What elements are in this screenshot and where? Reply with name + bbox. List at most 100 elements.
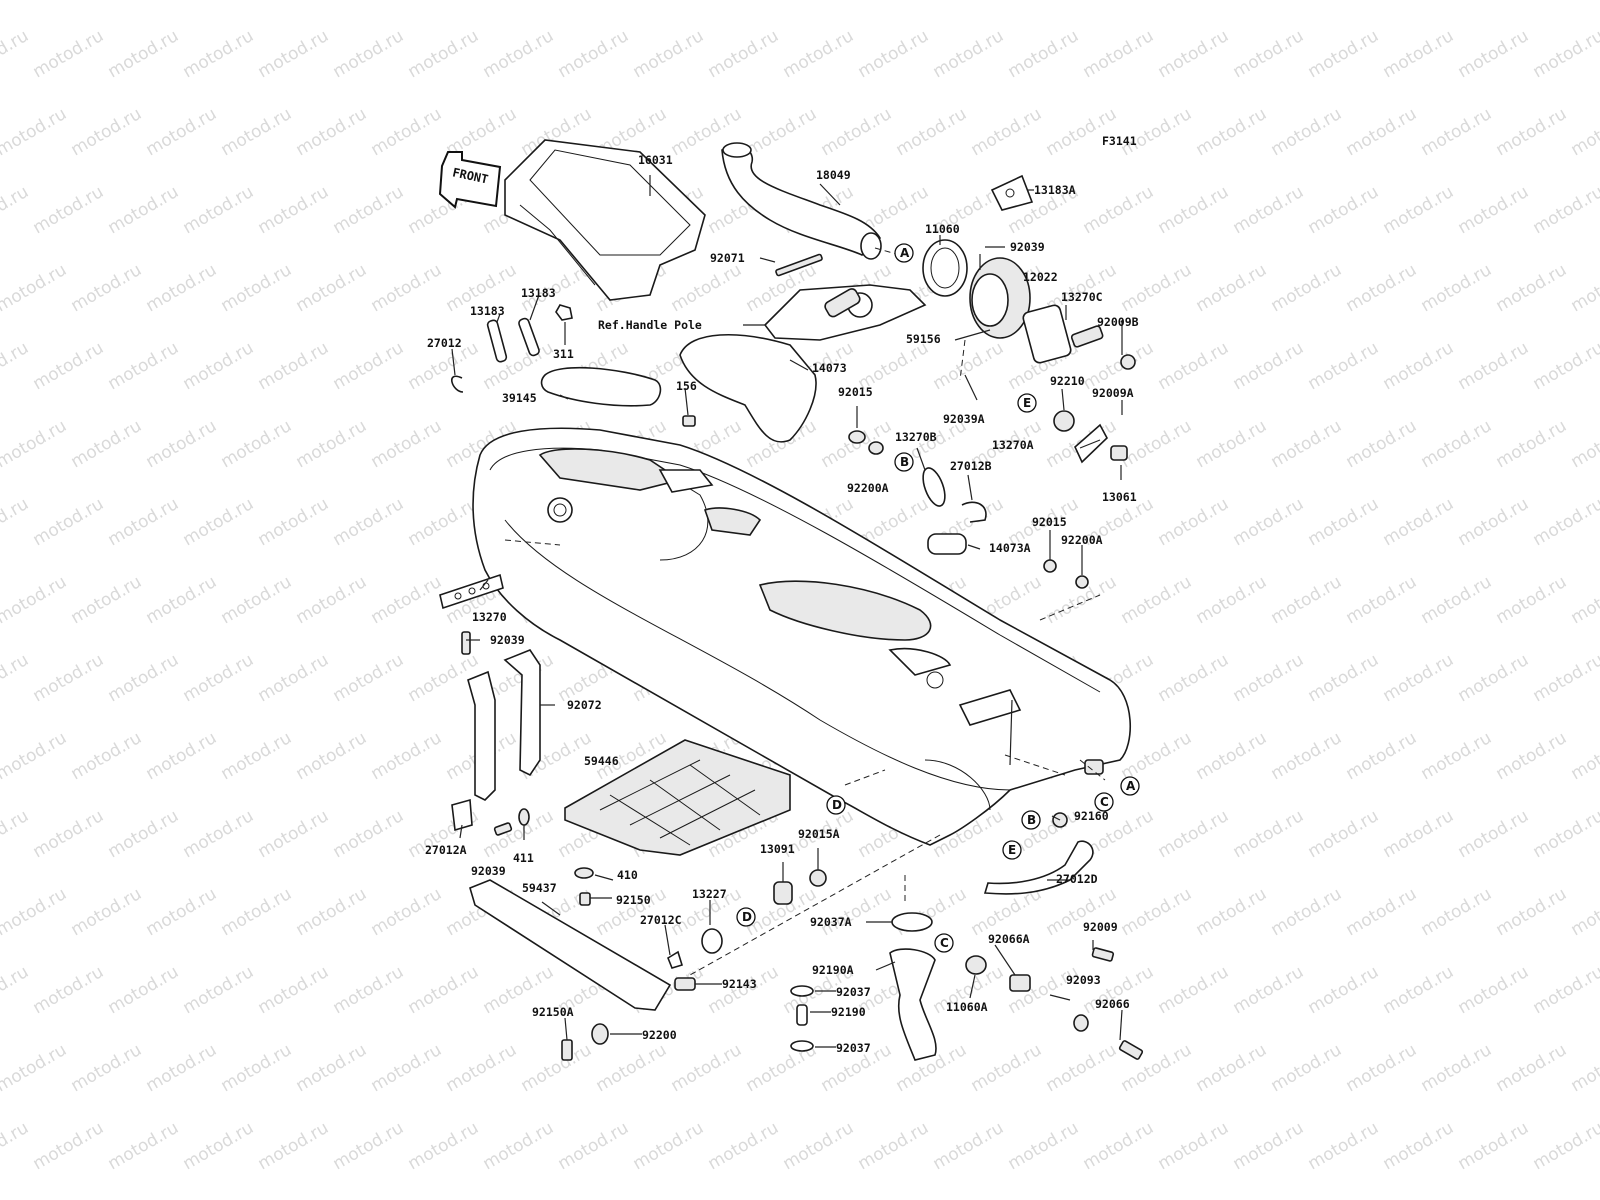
watermark-text: motod.ru — [518, 1040, 596, 1096]
label-92200A-b: 92200A — [1061, 533, 1103, 547]
watermark-text: motod.ru — [893, 0, 971, 4]
washer-92200A-b — [1075, 575, 1089, 589]
label-92039A: 92039A — [943, 412, 985, 426]
watermark-text: motod.ru — [1268, 1040, 1346, 1096]
watermark-text: motod.ru — [1118, 572, 1196, 628]
label-13183A: 13183A — [1034, 183, 1076, 197]
watermark-text: motod.ru — [1380, 962, 1458, 1018]
watermark-text: motod.ru — [1418, 0, 1496, 4]
watermark-text: motod.ru — [1155, 806, 1233, 862]
watermark-text: motod.ru — [1343, 260, 1421, 316]
label-92143: 92143 — [722, 977, 757, 991]
watermark-text: motod.ru — [1493, 1040, 1571, 1096]
watermark-text: motod.ru — [68, 884, 146, 940]
watermark-text: motod.ru — [1493, 416, 1571, 472]
bolt-156 — [682, 415, 696, 427]
watermark-text: motod.ru — [293, 104, 371, 160]
watermark-text: motod.ru — [1305, 26, 1383, 82]
watermark-text: motod.ru — [0, 650, 32, 706]
watermark-text: motod.ru — [368, 104, 446, 160]
watermark-text: motod.ru — [330, 494, 408, 550]
watermark-text: motod.ru — [68, 416, 146, 472]
housing-12022 — [969, 257, 1031, 339]
watermark-text: motod.ru — [1305, 806, 1383, 862]
label-13270B: 13270B — [895, 430, 937, 444]
callout-a-top: A — [894, 243, 914, 263]
label-311: 311 — [553, 347, 574, 361]
watermark-text: motod.ru — [330, 182, 408, 238]
label-92037A: 92037A — [810, 915, 852, 929]
watermark-text: motod.ru — [1118, 260, 1196, 316]
watermark-text: motod.ru — [0, 962, 32, 1018]
hook-27012B — [961, 501, 987, 523]
label-92015-a: 92015 — [838, 385, 873, 399]
watermark-text: motod.ru — [0, 260, 70, 316]
watermark-text: motod.ru — [1155, 962, 1233, 1018]
svg-text:D: D — [742, 910, 752, 924]
watermark-text: motod.ru — [105, 494, 183, 550]
callout-a-stern: A — [1120, 776, 1140, 796]
watermark-text: motod.ru — [218, 0, 296, 4]
watermark-text: motod.ru — [330, 806, 408, 862]
leader-lines — [451, 175, 1123, 1048]
watermark-text: motod.ru — [1230, 338, 1308, 394]
label-27012D: 27012D — [1056, 872, 1098, 886]
plug-92066 — [1118, 1040, 1144, 1060]
label-14073: 14073 — [812, 361, 847, 375]
watermark-text: motod.ru — [930, 26, 1008, 82]
gasket-11060A — [965, 955, 987, 975]
watermark-text: motod.ru — [1343, 884, 1421, 940]
watermark-text: motod.ru — [1268, 0, 1346, 4]
label-92015-b: 92015 — [1032, 515, 1067, 529]
watermark-text: motod.ru — [1193, 104, 1271, 160]
duct-18049 — [721, 142, 882, 260]
watermark-text: motod.ru — [1343, 0, 1421, 4]
watermark-text: motod.ru — [1380, 338, 1458, 394]
watermark-text: motod.ru — [668, 0, 746, 4]
watermark-text: motod.ru — [0, 416, 70, 472]
watermark-text: motod.ru — [180, 26, 258, 82]
callout-c-stern: C — [1094, 792, 1114, 812]
label-92066A: 92066A — [988, 932, 1030, 946]
svg-text:A: A — [1126, 779, 1136, 793]
watermark-text: motod.ru — [668, 260, 746, 316]
watermark-text: motod.ru — [1268, 104, 1346, 160]
watermark-text: motod.ru — [330, 962, 408, 1018]
watermark-text: motod.ru — [518, 0, 596, 4]
watermark-text: motod.ru — [1230, 26, 1308, 82]
watermark-text: motod.ru — [30, 26, 108, 82]
label-92150A: 92150A — [532, 1005, 574, 1019]
watermark-text: motod.ru — [1530, 1118, 1600, 1174]
nut-92015 — [848, 430, 866, 444]
watermark-text: motod.ru — [1193, 416, 1271, 472]
watermark-text: motod.ru — [780, 26, 858, 82]
callout-d-hull: D — [826, 795, 846, 815]
bolt-92009B — [1070, 325, 1104, 348]
watermark-text: motod.ru — [1418, 416, 1496, 472]
watermark-text: motod.ru — [480, 26, 558, 82]
watermark-text: motod.ru — [68, 728, 146, 784]
watermark-text: motod.ru — [105, 650, 183, 706]
watermark-text: motod.ru — [1043, 104, 1121, 160]
label-92190: 92190 — [831, 1005, 866, 1019]
washer-92200 — [591, 1023, 609, 1045]
watermark-text: motod.ru — [68, 1040, 146, 1096]
watermark-text: motod.ru — [1155, 1118, 1233, 1174]
watermark-text: motod.ru — [0, 1118, 32, 1174]
washer-92200A — [868, 441, 884, 455]
rail-59437 — [469, 879, 672, 1011]
watermark-text: motod.ru — [0, 26, 32, 82]
watermark-text: motod.ru — [1343, 572, 1421, 628]
watermark-text: motod.ru — [1118, 416, 1196, 472]
watermark-text: motod.ru — [1305, 494, 1383, 550]
watermark-text: motod.ru — [1268, 572, 1346, 628]
watermark-text: motod.ru — [1568, 416, 1600, 472]
watermark-text: motod.ru — [1230, 650, 1308, 706]
watermark-text: motod.ru — [0, 728, 70, 784]
watermark-text: motod.ru — [0, 182, 32, 238]
watermark-text: motod.ru — [255, 338, 333, 394]
label-92009: 92009 — [1083, 920, 1118, 934]
watermark-text: motod.ru — [1305, 962, 1383, 1018]
label-92039-top: 92039 — [1010, 240, 1045, 254]
label-59437: 59437 — [522, 881, 557, 895]
